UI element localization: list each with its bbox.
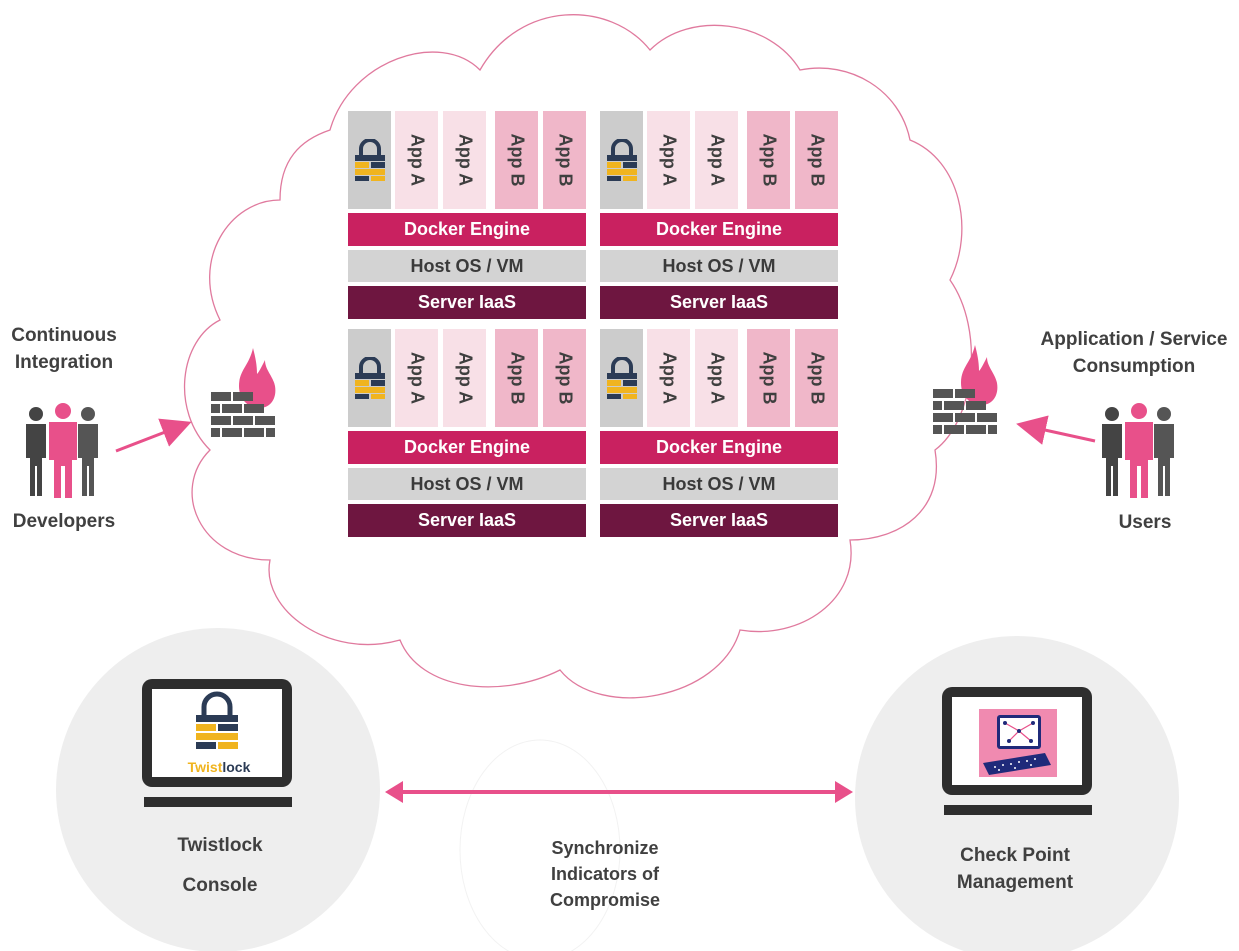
host-os-vm-bar: Host OS / VM xyxy=(600,250,838,282)
app-b-container: App B xyxy=(795,111,838,209)
app-a-container: App A xyxy=(695,329,738,427)
server-iaas-bar: Server IaaS xyxy=(348,504,586,537)
app-b-container: App B xyxy=(543,329,586,427)
docker-engine-bar: Docker Engine xyxy=(348,213,586,246)
lock-icon xyxy=(607,357,637,399)
synchronize-ioc-label: Synchronize Indicators of Compromise xyxy=(549,838,661,910)
lock-icon xyxy=(607,139,637,181)
check-point-management-label: Check Point Management xyxy=(956,845,1074,893)
continuous-integration-label: Continuous Integration xyxy=(11,325,117,373)
app-a-container: App A xyxy=(647,329,690,427)
docker-engine-bar: Docker Engine xyxy=(600,213,838,246)
developers-arrow xyxy=(115,418,192,453)
app-a-container: App A xyxy=(395,329,438,427)
host-os-vm-bar: Host OS / VM xyxy=(348,468,586,500)
container-host-stack-1: App A App A App B App B Docker Engine Ho… xyxy=(348,111,586,321)
app-a-container: App A xyxy=(647,111,690,209)
app-a-container: App A xyxy=(395,111,438,209)
container-host-stack-4: App A App A App B App B Docker Engine Ho… xyxy=(600,329,838,539)
lock-icon xyxy=(355,357,385,399)
lock-icon xyxy=(355,139,385,181)
server-iaas-bar: Server IaaS xyxy=(600,504,838,537)
application-service-consumption-label: Application / Service Consumption xyxy=(1040,329,1228,377)
sync-faint-ellipse xyxy=(459,739,621,951)
server-iaas-bar: Server IaaS xyxy=(348,286,586,319)
app-a-container: App A xyxy=(443,111,486,209)
developers-label: Developers xyxy=(12,511,116,532)
host-os-vm-bar: Host OS / VM xyxy=(348,250,586,282)
app-a-container: App A xyxy=(443,329,486,427)
app-b-container: App B xyxy=(495,111,538,209)
people-group-icon xyxy=(26,403,98,498)
twistlock-console-label: Twistlock Console xyxy=(177,835,263,896)
docker-engine-bar: Docker Engine xyxy=(600,431,838,464)
twistlock-logo-text: Twistlock xyxy=(187,759,251,775)
lock-column xyxy=(600,329,643,427)
app-b-container: App B xyxy=(747,111,790,209)
server-iaas-bar: Server IaaS xyxy=(600,286,838,319)
app-b-container: App B xyxy=(543,111,586,209)
app-b-container: App B xyxy=(795,329,838,427)
lock-column xyxy=(348,329,391,427)
app-a-container: App A xyxy=(695,111,738,209)
lock-column xyxy=(348,111,391,209)
users-arrow xyxy=(1016,415,1096,445)
users-label: Users xyxy=(1118,512,1172,533)
people-group-icon xyxy=(1102,403,1174,498)
host-os-vm-bar: Host OS / VM xyxy=(600,468,838,500)
container-host-stack-3: App A App A App B App B Docker Engine Ho… xyxy=(348,329,586,539)
app-b-container: App B xyxy=(747,329,790,427)
container-host-stack-2: App A App A App B App B Docker Engine Ho… xyxy=(600,111,838,321)
sync-arrow-right-head xyxy=(835,781,853,803)
firewall-fire-icon-right xyxy=(933,345,998,434)
firewall-fire-icon-left xyxy=(211,348,276,437)
docker-engine-bar: Docker Engine xyxy=(348,431,586,464)
laptop-icon-twistlock xyxy=(142,679,292,807)
twistlock-circle xyxy=(56,628,380,951)
app-b-container: App B xyxy=(495,329,538,427)
sync-arrow-left-head xyxy=(385,781,403,803)
lock-column xyxy=(600,111,643,209)
network-map-icon xyxy=(979,709,1057,777)
